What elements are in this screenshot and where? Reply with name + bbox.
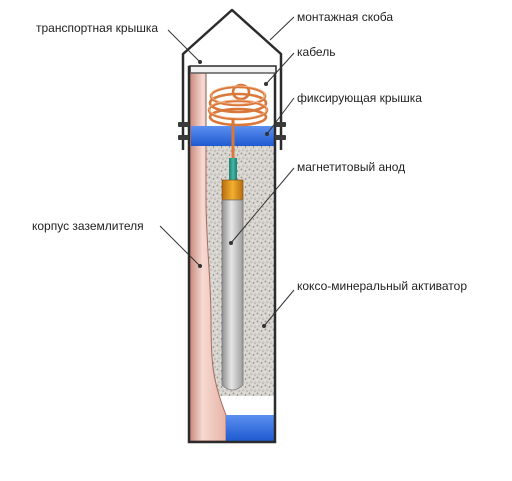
label-transport-cover: транспортная крышка: [36, 21, 159, 35]
leader-mounting-bracket: [269, 16, 295, 41]
magnetite-anode: [221, 179, 244, 391]
leader-transport-cover: [167, 29, 201, 63]
label-fixing-cover: фиксирующая крышка: [297, 91, 422, 105]
bottom-blue-layer: [226, 415, 274, 441]
cable-insulator: [229, 158, 237, 180]
label-activator: коксо-минеральный активатор: [297, 279, 468, 293]
bracket-clamps: [178, 122, 286, 140]
electrode-body: [189, 67, 227, 442]
label-mounting-bracket: монтажная скоба: [297, 10, 394, 24]
leader-activator: [263, 289, 295, 327]
leader-dots: [198, 60, 269, 328]
label-grounding-body: корпус заземлителя: [32, 219, 144, 233]
mounting-bracket: [181, 8, 283, 150]
leader-magnetite-anode: [230, 167, 295, 244]
label-magnetite-anode: магнетитовый анод: [297, 160, 406, 174]
leader-fixing-cover: [266, 97, 295, 135]
cable-coil: [207, 83, 269, 127]
leader-lines: [159, 16, 295, 327]
leader-cable: [265, 52, 295, 85]
cable-coil-highlight: [208, 85, 268, 119]
leader-grounding-body: [159, 225, 201, 267]
label-cable: кабель: [297, 45, 336, 59]
transport-cover: [189, 65, 277, 74]
